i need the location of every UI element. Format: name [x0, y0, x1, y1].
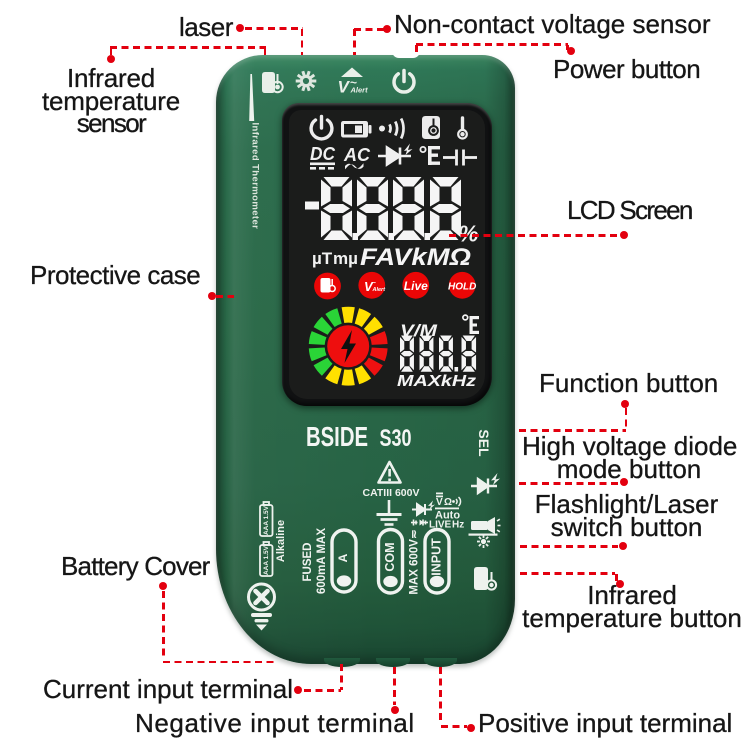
svg-text:BSIDE: BSIDE [306, 421, 368, 452]
svg-text:Hz: Hz [452, 520, 464, 531]
svg-text:SEL: SEL [476, 429, 492, 457]
svg-text:S30: S30 [380, 425, 412, 452]
svg-text:Auto: Auto [435, 510, 460, 522]
svg-text:%: % [458, 221, 478, 247]
svg-text:CATIII 600V: CATIII 600V [363, 487, 420, 499]
svg-text:LIVE: LIVE [429, 520, 452, 531]
svg-text:INPUT: INPUT [429, 538, 443, 576]
svg-text:A: A [336, 553, 350, 562]
svg-text:Live: Live [404, 279, 428, 293]
svg-text:AAA 1.5V: AAA 1.5V [263, 505, 270, 535]
svg-text:Alert: Alert [372, 287, 387, 293]
svg-text:V: V [436, 497, 443, 508]
svg-text:V: V [364, 279, 374, 294]
svg-text:V/M: V/M [400, 321, 438, 340]
svg-text:mµ: mµ [333, 249, 358, 268]
svg-text:DC: DC [310, 144, 336, 164]
svg-text:Alkaline: Alkaline [275, 520, 287, 562]
svg-text:600mA MAX: 600mA MAX [316, 528, 328, 594]
svg-text:Infrared Thermometer: Infrared Thermometer [250, 123, 261, 230]
svg-text:Alert: Alert [350, 86, 369, 95]
svg-text:MAXkHz: MAXkHz [397, 373, 476, 390]
svg-text:V: V [338, 78, 351, 97]
svg-text:FUSED: FUSED [302, 543, 314, 582]
svg-text:AC: AC [343, 145, 371, 165]
svg-text:COM: COM [383, 542, 397, 571]
svg-text:AAA 1.5V: AAA 1.5V [263, 545, 270, 575]
svg-text:HOLD: HOLD [448, 282, 476, 293]
svg-text:MAX 600V≂: MAX 600V≂ [409, 529, 421, 595]
svg-text:µT: µT [312, 249, 333, 268]
svg-text:FAVkMΩ: FAVkMΩ [360, 244, 471, 271]
svg-text:Ω: Ω [444, 497, 452, 508]
svg-text:~: ~ [350, 76, 357, 90]
svg-text:~: ~ [373, 281, 377, 287]
